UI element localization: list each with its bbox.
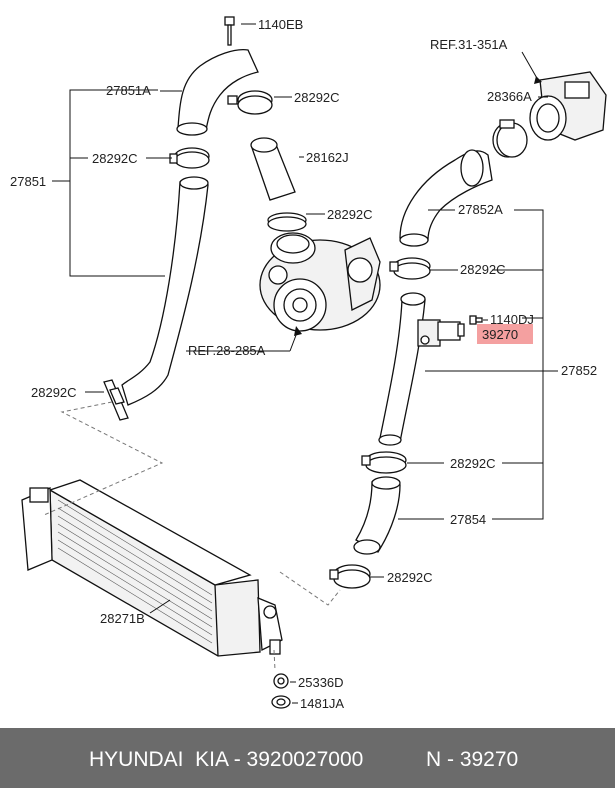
hose-27854 — [355, 481, 401, 553]
label-28271b: 28271B — [100, 611, 145, 626]
bracket-27851 — [52, 89, 182, 277]
clamp-28292c-left2 — [103, 379, 129, 421]
label-28162j: 28162J — [306, 150, 349, 165]
parts-diagram: 1140EB 27851A 28292C 28292C 27851 28162J… — [10, 16, 607, 711]
clamp-28292c-r3 — [329, 564, 371, 589]
label-39270: 39270 — [482, 327, 518, 342]
hose-27851-lower — [121, 181, 209, 406]
label-27852a: 27852A — [458, 202, 503, 217]
sensor-39270 — [417, 319, 465, 347]
label-27851a: 27851A — [106, 83, 151, 98]
bolt-1140eb — [224, 16, 235, 46]
clamp-28292c-r2 — [361, 451, 407, 474]
hose-27851a — [177, 49, 259, 131]
label-28292c-r2: 28292C — [450, 456, 496, 471]
grommet-1481ja — [271, 695, 291, 709]
routing-dashes — [43, 401, 341, 671]
label-28292c-r1: 28292C — [460, 262, 506, 277]
clamp-28292c-mid — [267, 212, 307, 232]
footer-brand-partnumber: HYUNDAI KIA - 3920027000 — [89, 748, 364, 771]
highlight-39270 — [477, 324, 533, 344]
label-25336d: 25336D — [298, 675, 344, 690]
label-ref-31-351a: REF.31-351A — [430, 37, 508, 52]
intercooler-28271b — [21, 479, 283, 657]
label-28292c-top: 28292C — [294, 90, 340, 105]
clamp-28366a — [492, 119, 528, 158]
clamp-28292c-left1 — [169, 147, 210, 169]
label-28292c-left1: 28292C — [92, 151, 138, 166]
nut-25336d — [273, 673, 289, 689]
bolt-1140dj — [469, 315, 483, 325]
label-ref-28-285a: REF.28-285A — [188, 343, 266, 358]
label-28292c-r3: 28292C — [387, 570, 433, 585]
label-27851: 27851 — [10, 174, 46, 189]
footer-bar: HYUNDAI KIA - 3920027000 N - 39270 — [0, 728, 615, 788]
label-27852: 27852 — [561, 363, 597, 378]
clamp-28292c-top — [227, 90, 273, 115]
label-1481ja: 1481JA — [300, 696, 344, 711]
footer-item-number: N - 39270 — [426, 748, 519, 771]
label-27854: 27854 — [450, 512, 486, 527]
clamp-28292c-r1 — [389, 257, 431, 280]
label-1140dj: 1140DJ — [490, 312, 534, 327]
label-28292c-mid: 28292C — [327, 207, 373, 222]
throttle-body — [529, 71, 607, 141]
turbocharger — [259, 232, 381, 332]
label-28292c-left2: 28292C — [31, 385, 77, 400]
bracket-27852 — [425, 209, 558, 520]
hose-28162j — [250, 137, 296, 201]
label-28366a: 28366A — [487, 89, 532, 104]
label-1140eb: 1140EB — [258, 17, 303, 32]
